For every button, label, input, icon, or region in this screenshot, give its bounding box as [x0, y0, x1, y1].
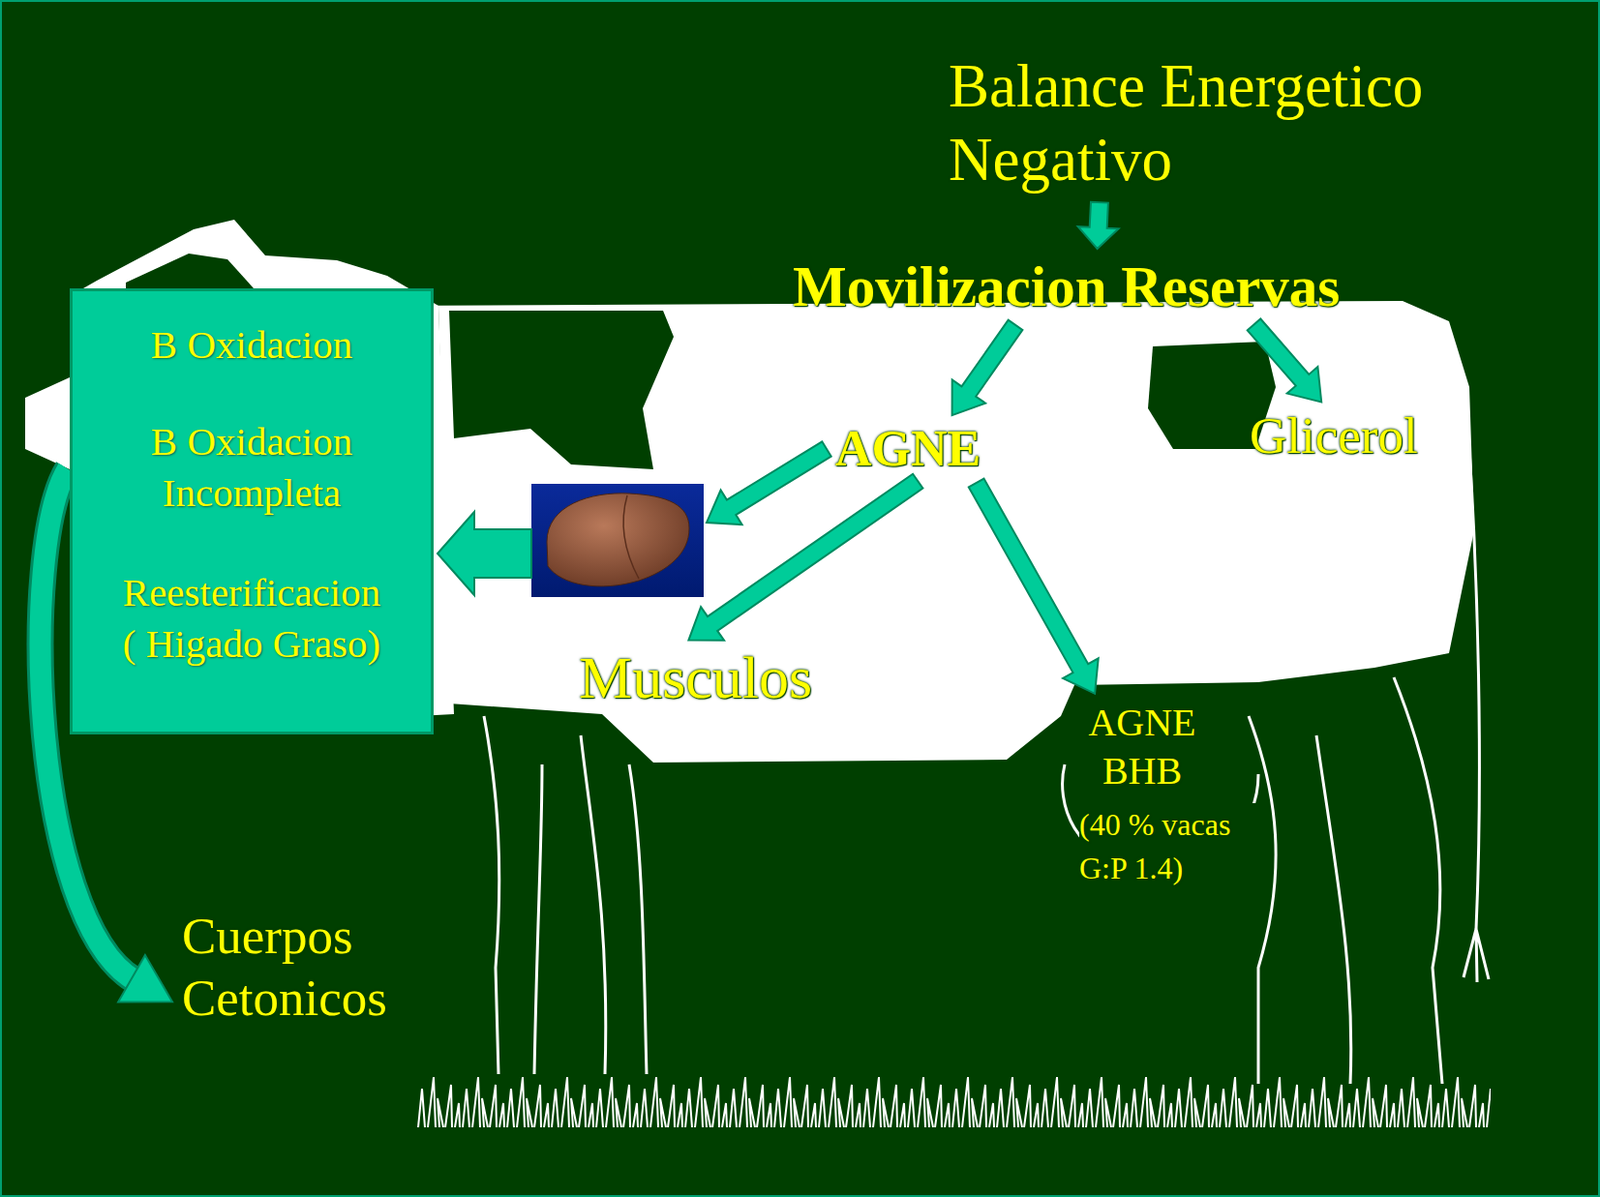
node-text: Musculos [578, 643, 813, 713]
cow-head [25, 219, 454, 735]
metabolite-label: Glicerol [1249, 406, 1419, 466]
grass [416, 1059, 1491, 1128]
node-text: Cuerpos Cetonicos [181, 905, 415, 1029]
liver-process-box: B Oxidacion B Oxidacion IncompletaReester… [69, 288, 434, 735]
arrow-to-liver [706, 441, 832, 525]
node-text: Reesterificacion ( Higado Graso) [114, 567, 390, 669]
cow-ear-patch [125, 253, 254, 289]
connector-arrow [968, 479, 1099, 695]
arrow-shape [688, 474, 923, 641]
node-text: Movilizacion Reservas [792, 254, 1340, 321]
node-text: B Oxidacion [114, 319, 390, 370]
node-text: AGNE [835, 420, 981, 479]
cow-body [387, 301, 1475, 763]
node-text: (40 % vacas G:P 1.4) [1079, 803, 1264, 891]
product-label: Cuerpos Cetonicos [181, 905, 415, 1029]
liver-picture [531, 483, 704, 598]
node-text: B Oxidacion Incompleta [114, 416, 390, 518]
arrow-shape [952, 320, 1024, 417]
cow-patch [449, 310, 674, 470]
connector-arrow [688, 474, 923, 641]
node-text: AGNE BHB [1079, 698, 1206, 796]
arrow-head [118, 955, 173, 1003]
connector-arrow [952, 320, 1024, 417]
cow-legs [483, 406, 1489, 1085]
arrow-shape [1078, 202, 1119, 249]
process-label: Movilizacion Reservas [792, 254, 1340, 321]
tissue-label: Musculos [578, 643, 813, 713]
connector-arrow [1078, 202, 1119, 249]
node-text: Glicerol [1249, 406, 1419, 466]
cause-label: Balance Energetico Negativo [948, 50, 1491, 197]
arrow-shape [1247, 319, 1323, 403]
milk-note: AGNE BHB(40 % vacas G:P 1.4) [1079, 698, 1264, 891]
node-text: Balance Energetico Negativo [948, 50, 1491, 197]
arrow-from-liver [437, 512, 532, 596]
connector-arrow [1247, 319, 1323, 403]
arrow-shape [968, 479, 1099, 695]
metabolite-label: AGNE [835, 420, 981, 479]
